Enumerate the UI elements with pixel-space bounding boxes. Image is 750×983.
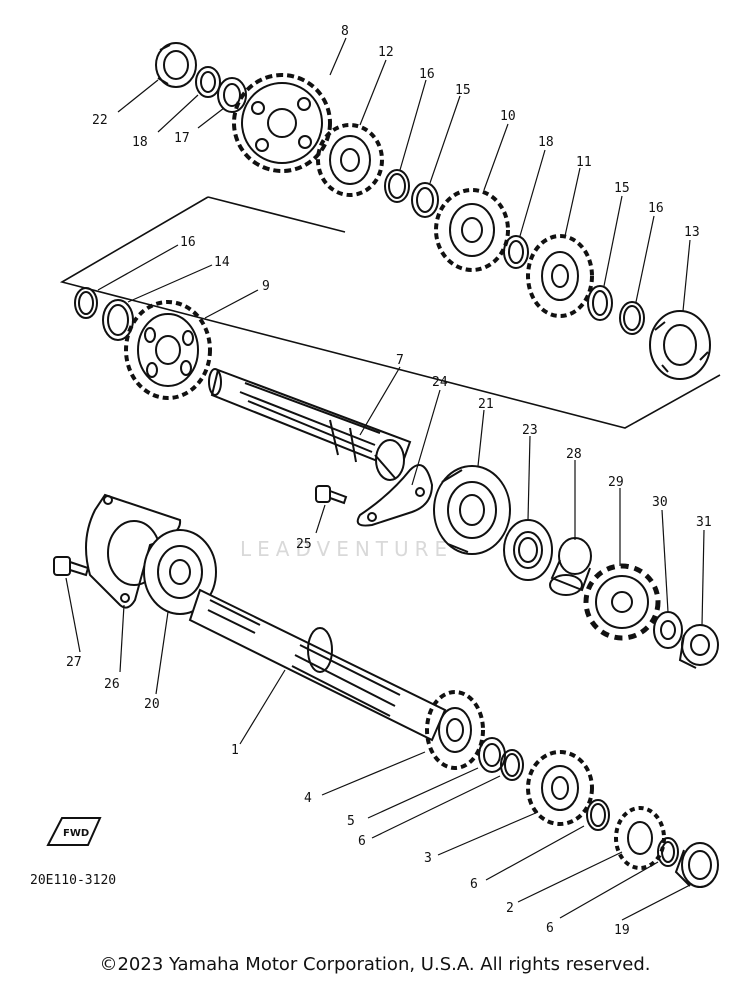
- washer-18-mid: [503, 235, 529, 269]
- gear-3: [526, 750, 594, 826]
- callout-29: 29: [608, 475, 624, 490]
- circlip-16-top: [384, 169, 410, 203]
- callout-6: 6: [358, 834, 366, 849]
- callout-22: 22: [92, 113, 108, 128]
- bearing-21: [433, 465, 511, 555]
- callout-1: 1: [231, 743, 239, 758]
- callout-24: 24: [432, 375, 448, 390]
- diagram-code: 20E110-3120: [30, 873, 116, 888]
- callout-10: 10: [500, 109, 516, 124]
- callout-18: 18: [538, 135, 554, 150]
- fwd-label: FWD: [63, 828, 89, 839]
- callout-21: 21: [478, 397, 494, 412]
- watermark: LEADVENTURE: [240, 537, 453, 561]
- callout-6: 6: [546, 921, 554, 936]
- gear-8: [232, 73, 332, 173]
- washer-18-top: [195, 66, 221, 98]
- callout-31: 31: [696, 515, 712, 530]
- callout-16: 16: [419, 67, 435, 82]
- callout-14: 14: [214, 255, 230, 270]
- callout-27: 27: [66, 655, 82, 670]
- gear-4: [425, 690, 485, 770]
- callout-16: 16: [180, 235, 196, 250]
- callout-15: 15: [455, 83, 471, 98]
- callout-4: 4: [304, 791, 312, 806]
- callout-6: 6: [470, 877, 478, 892]
- main-axle-7: [208, 368, 412, 481]
- nut-31: [678, 624, 719, 669]
- copyright-notice: ©2023 Yamaha Motor Corporation, U.S.A. A…: [99, 954, 651, 975]
- lock-washer-30: [653, 611, 683, 649]
- callout-3: 3: [424, 851, 432, 866]
- gear-11: [526, 234, 594, 318]
- collar-28: [549, 537, 592, 596]
- washer-15-mid: [587, 285, 613, 321]
- callout-2: 2: [506, 901, 514, 916]
- bolt-27: [53, 556, 90, 577]
- callout-5: 5: [347, 814, 355, 829]
- gear-2: [614, 806, 666, 870]
- hub-13: [649, 310, 711, 380]
- callout-30: 30: [652, 495, 668, 510]
- circlip-16-left: [74, 287, 98, 319]
- callout-20: 20: [144, 697, 160, 712]
- fwd-arrow-icon: [46, 817, 102, 846]
- callout-18: 18: [132, 135, 148, 150]
- drive-axle-1: [188, 588, 447, 742]
- callout-19: 19: [614, 923, 630, 938]
- callout-16: 16: [648, 201, 664, 216]
- callout-11: 11: [576, 155, 592, 170]
- washer-17: [217, 77, 247, 113]
- callout-13: 13: [684, 225, 700, 240]
- callout-7: 7: [396, 353, 404, 368]
- callout-15: 15: [614, 181, 630, 196]
- needle-bearing-19: [674, 842, 719, 888]
- needle-bearing-22: [155, 42, 197, 88]
- callout-labels: 8 12 16 15 10 18 11 15 16 13 22 18 17 16…: [66, 24, 712, 938]
- screw-25: [315, 485, 348, 505]
- callout-9: 9: [262, 279, 270, 294]
- washer-14: [102, 299, 134, 341]
- circlip-6-b: [586, 799, 610, 831]
- callout-28: 28: [566, 447, 582, 462]
- gear-12: [316, 123, 384, 197]
- circlip-6-c: [657, 837, 679, 867]
- gear-9: [124, 300, 212, 400]
- subassembly-outline: [59, 196, 721, 429]
- gear-10: [434, 188, 510, 272]
- sprocket-29: [583, 563, 661, 641]
- callout-12: 12: [378, 45, 394, 60]
- callout-25: 25: [296, 537, 312, 552]
- callout-23: 23: [522, 423, 538, 438]
- callout-26: 26: [104, 677, 120, 692]
- oil-seal-23: [503, 519, 553, 581]
- circlip-16-mid: [619, 301, 645, 335]
- subassembly-outline-top: [207, 196, 346, 233]
- circlip-6-a: [500, 749, 524, 781]
- callout-17: 17: [174, 131, 190, 146]
- washer-15-top: [411, 182, 439, 218]
- plate-26: [85, 493, 182, 609]
- callout-8: 8: [341, 24, 349, 39]
- leader-lines: [65, 37, 705, 921]
